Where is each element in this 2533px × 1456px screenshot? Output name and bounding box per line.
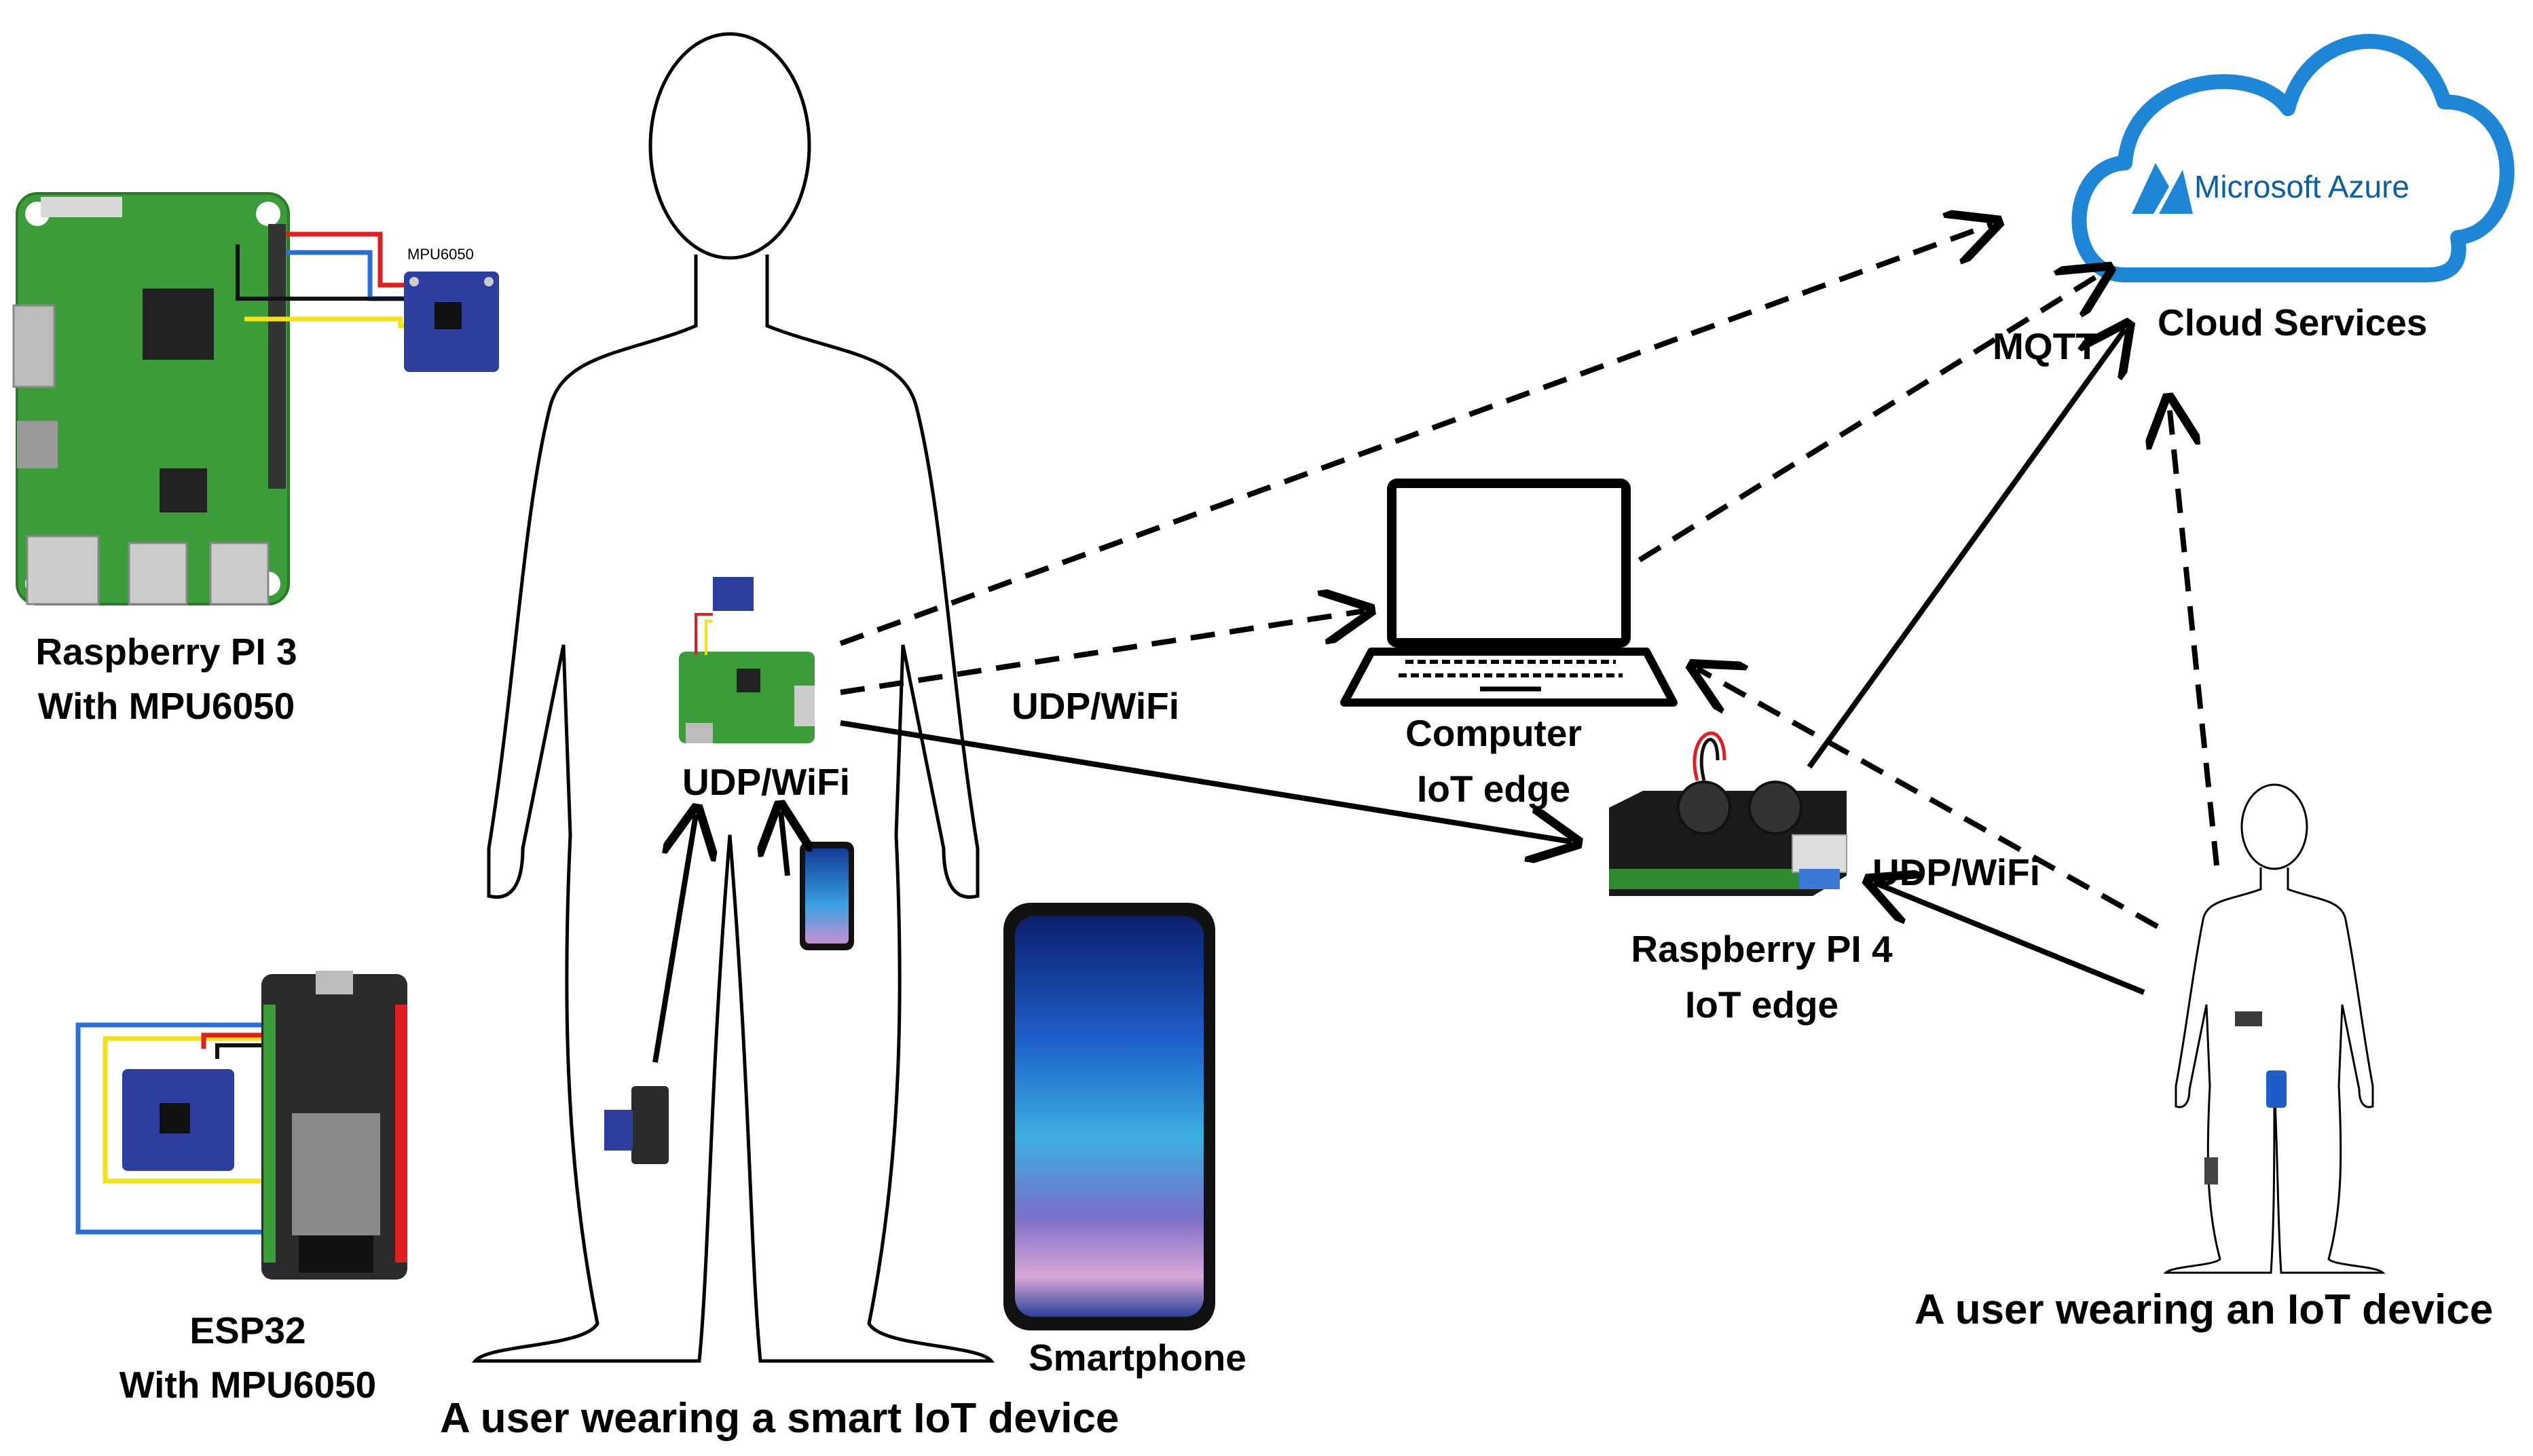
arrow-esp-to-rpi3	[652, 815, 696, 1063]
raspberry-pi-3-board-icon	[12, 192, 499, 605]
azure-logo-text: Microsoft Azure	[2194, 169, 2409, 204]
computer-label-line2: IoT edge	[1416, 768, 1571, 810]
mqtt-label: MQTT	[1993, 325, 2098, 367]
udp-wifi-right-label: UDP/WiFi	[1872, 851, 2040, 893]
rpi4-label-line2: IoT edge	[1684, 984, 1839, 1026]
udp-wifi-mid-label: UDP/WiFi	[1012, 685, 1179, 727]
raspberry-pi-4-icon	[1609, 731, 1847, 896]
smartphone-label: Smartphone	[1029, 1337, 1246, 1379]
arrow-rpi3-to-rpi4	[840, 720, 1572, 842]
phone-on-small-user-icon	[2266, 1070, 2287, 1108]
user-left-caption: A user wearing a smart IoT device	[440, 1395, 1120, 1442]
esp32-on-body-icon	[604, 1086, 669, 1164]
arrow-phone-to-rpi3	[781, 811, 788, 876]
arrow-rpi3-to-cloud	[839, 224, 1993, 646]
user-silhouette-large	[471, 32, 995, 1363]
connection-arrows	[652, 224, 2219, 1063]
cloud-services-label: Cloud Services	[2158, 301, 2428, 343]
rpi3-label-line2: With MPU6050	[37, 685, 295, 727]
computer-label-line1: Computer	[1405, 712, 1582, 754]
rpi4-label-line1: Raspberry PI 4	[1631, 928, 1893, 970]
smartphone-on-body-icon	[800, 842, 854, 950]
udp-wifi-body-label: UDP/WiFi	[682, 761, 850, 803]
arrow-rpi4-to-cloud	[1807, 329, 2125, 769]
arrow-user-to-laptop	[1697, 669, 2159, 929]
user-right-caption: A user wearing an IoT device	[1915, 1286, 2494, 1333]
esp32-label-line1: ESP32	[189, 1309, 306, 1351]
esp32-board-icon	[75, 971, 407, 1280]
esp32-label-line2: With MPU6050	[119, 1364, 377, 1406]
smartphone-icon	[1003, 903, 1215, 1330]
user-silhouette-small	[2163, 783, 2386, 1274]
cloud-icon	[2071, 33, 2515, 282]
azure-logo-icon	[2132, 163, 2169, 214]
esp-on-small-user-icon	[2204, 1157, 2218, 1184]
laptop-icon	[1340, 479, 1678, 707]
arrow-rpi3-to-laptop	[840, 611, 1365, 695]
device-on-small-user-icon	[2235, 1011, 2262, 1026]
arrow-user-to-rpi4	[1874, 882, 2145, 995]
mpu-chip-label: MPU6050	[407, 246, 474, 263]
arrow-laptop-to-cloud	[1638, 272, 2105, 563]
rpi3-label-line1: Raspberry PI 3	[35, 631, 297, 673]
raspberry-pi-on-body-icon	[679, 577, 815, 743]
arrow-user-to-cloud	[2169, 404, 2219, 866]
